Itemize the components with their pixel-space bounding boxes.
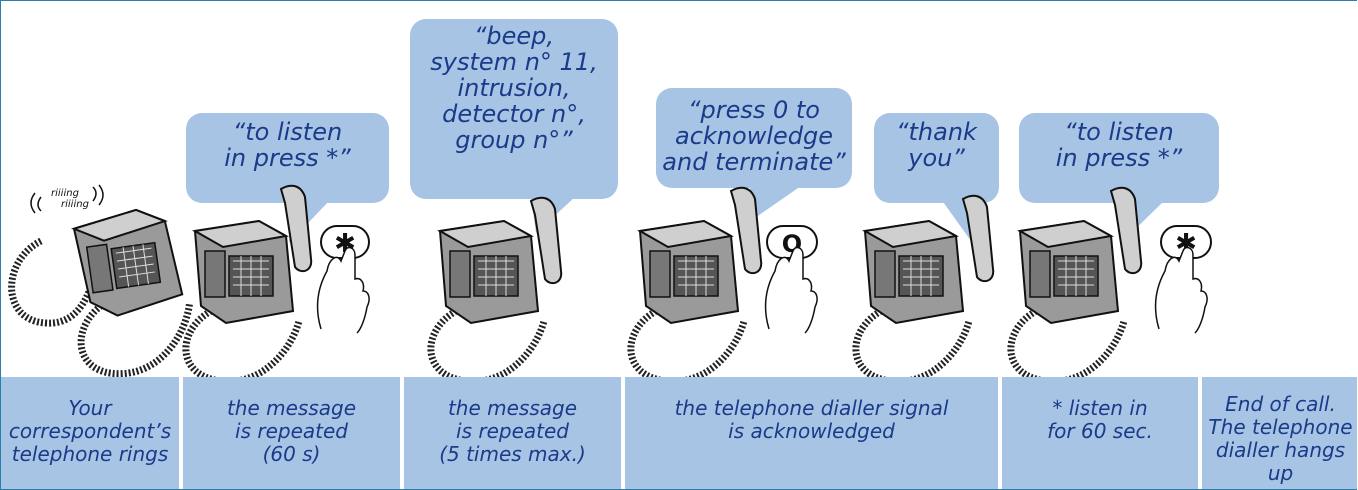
caption-repeated-60s: the message is repeated (60 s) <box>183 377 400 489</box>
bubble-text-2: “beep, system n° 11, intrusion, detector… <box>430 22 598 154</box>
phone-icon-3 <box>631 186 763 382</box>
hand-icon-3 <box>1154 246 1208 334</box>
ringing-phone-icon: riiiing riiiing <box>8 184 198 379</box>
caption-acknowledged: the telephone dialler signal is acknowle… <box>625 377 998 489</box>
caption-end-of-call: End of call. The telephone dialler hangs… <box>1202 377 1357 489</box>
hand-icon-1 <box>316 246 370 334</box>
bubble-text-5: “to listen in press *” <box>1055 118 1183 172</box>
caption-listen-in: * listen in for 60 sec. <box>1002 377 1198 489</box>
ring-text-1: riiiing <box>51 188 79 199</box>
bubble-text-4: “thank you” <box>896 118 977 172</box>
hand-icon-2 <box>764 246 818 334</box>
phone-icon-5 <box>1011 186 1143 382</box>
caption-rings: Your correspondent’s telephone rings <box>1 377 179 489</box>
phone-icon-4 <box>856 194 995 382</box>
bubble-text-3: “press 0 to acknowledge and terminate” <box>662 96 846 176</box>
caption-repeated-5-times: the message is repeated (5 times max.) <box>404 377 621 489</box>
phone-icon-1 <box>186 184 313 382</box>
zero-key-icon: O <box>766 225 818 259</box>
ring-text-2: riiiing <box>61 199 89 210</box>
star-key-icon-2: ✱ <box>1160 225 1212 259</box>
phone-icon-2 <box>431 196 563 382</box>
bubble-text-1: “to listen in press *” <box>224 118 351 172</box>
